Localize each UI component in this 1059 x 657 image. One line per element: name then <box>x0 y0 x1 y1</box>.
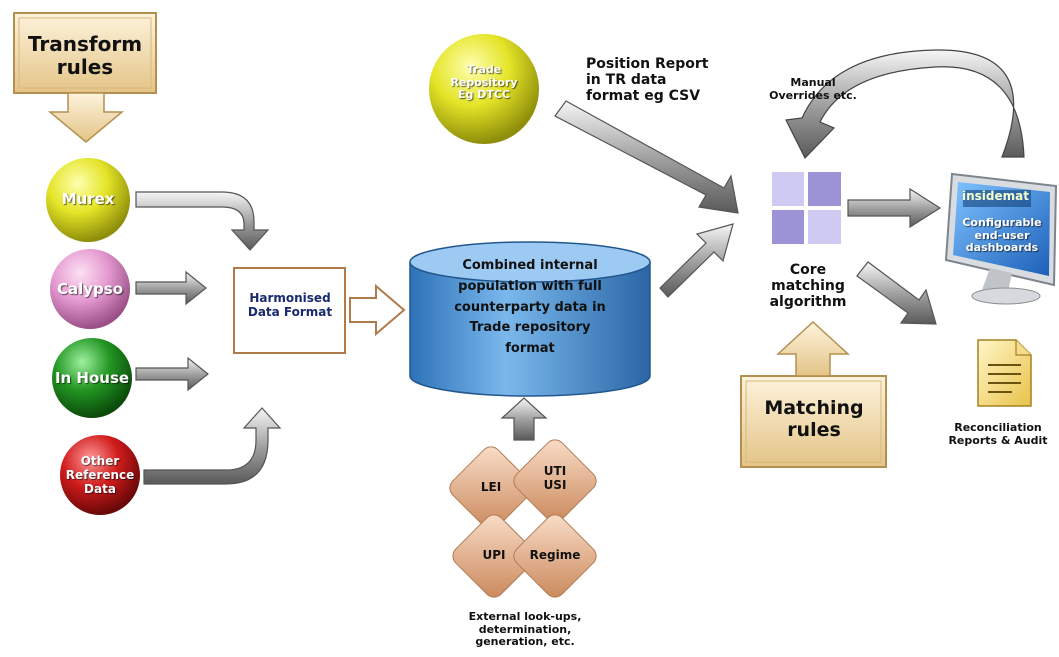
transform-rules-label: Transform rules <box>27 32 143 79</box>
other-reference-sphere <box>60 435 140 515</box>
core-to-reports-arrow <box>856 261 937 325</box>
in-house-arrow <box>135 356 209 392</box>
regime-diamond <box>513 514 597 598</box>
transform-rules-box <box>13 12 157 94</box>
transform-down-arrow <box>47 92 125 143</box>
lei-diamond <box>449 446 533 530</box>
in-house-label: In House <box>54 369 130 387</box>
dashboard-monitor <box>944 172 1058 305</box>
calypso-arrow <box>135 270 207 306</box>
regime-label: Regime <box>529 548 581 562</box>
upi-label: UPI <box>482 548 506 562</box>
reconciliation-label: Reconciliation Reports & Audit <box>948 421 1048 447</box>
in-house-sphere <box>52 338 132 418</box>
trade-repository-sphere <box>429 34 539 144</box>
lei-label: LEI <box>480 480 502 494</box>
dashboard-brand: insidemat <box>962 189 1029 203</box>
uti-usi-diamond <box>513 439 597 523</box>
harmonised-label: Harmonised Data Format <box>247 291 333 319</box>
murex-label: Murex <box>61 190 115 208</box>
core-to-dashboard-arrow <box>847 187 942 229</box>
position-report-label: Position Report in TR data format eg CSV <box>586 56 709 105</box>
harmonised-box <box>233 267 346 354</box>
manual-overrides-arrow <box>785 49 1025 160</box>
calypso-sphere <box>50 249 130 329</box>
harmonised-to-combined-arrow <box>349 283 406 337</box>
core-matching-label: Core matching algorithm <box>769 262 847 311</box>
matching-rules-label: Matching rules <box>764 397 864 441</box>
other-reference-arrow <box>143 407 282 485</box>
combined-to-core-arrow <box>659 223 734 298</box>
reconciliation-document-icon <box>977 339 1032 407</box>
core-matching-grid <box>772 172 841 244</box>
matching-up-arrow <box>776 320 850 377</box>
manual-overrides-label: Manual Overrides etc. <box>769 76 857 102</box>
trade-repository-label: Trade Repository Eg DTCC <box>450 63 518 102</box>
calypso-label: Calypso <box>56 280 124 298</box>
murex-arrow <box>135 191 270 251</box>
combined-label: Combined internal population with full c… <box>454 258 606 357</box>
upi-diamond <box>452 514 536 598</box>
murex-sphere <box>46 158 130 242</box>
combined-cylinder <box>409 241 651 397</box>
uti-usi-label: UTI USI <box>543 464 567 492</box>
lookups-caption: External look-ups, determination, genera… <box>468 610 582 649</box>
position-report-arrow <box>554 100 739 214</box>
other-reference-label: Other Reference Data <box>65 454 135 496</box>
dashboard-label: Configurable end-user dashboards <box>962 216 1042 255</box>
lookups-up-arrow <box>500 397 548 441</box>
matching-rules-box <box>740 375 887 468</box>
